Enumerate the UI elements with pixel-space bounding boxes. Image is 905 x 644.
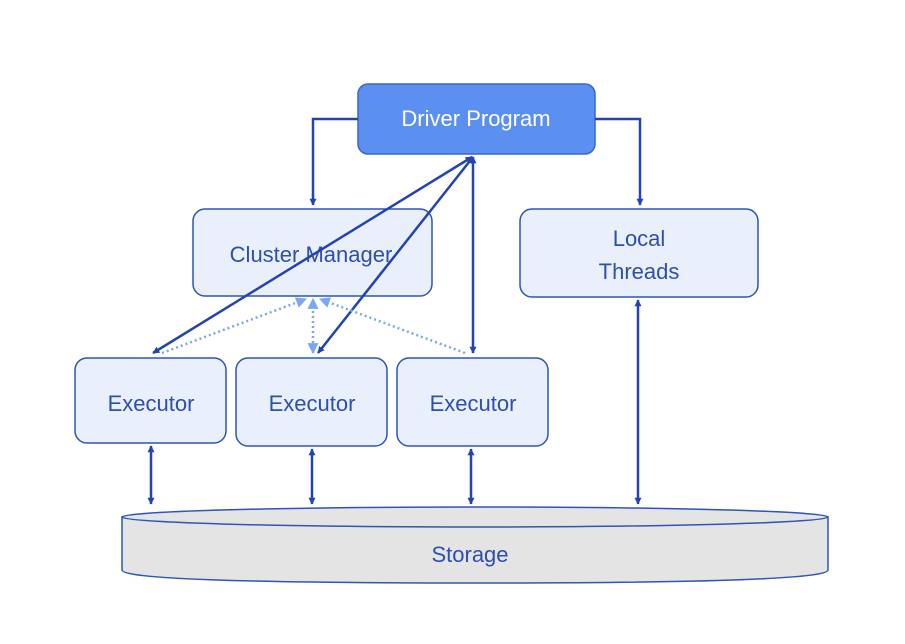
executor-label-3: Executor bbox=[430, 391, 517, 416]
dotted-arrow-executor3-cluster-manager bbox=[318, 297, 466, 355]
executor-box-1 bbox=[74, 357, 227, 444]
local-threads-label-line2: Threads bbox=[599, 259, 680, 284]
driver-program-node: Driver Program bbox=[357, 83, 596, 155]
driver-program-label: Driver Program bbox=[401, 106, 550, 131]
local-threads-box bbox=[519, 208, 759, 298]
storage-label: Storage bbox=[431, 542, 508, 567]
storage-top bbox=[121, 506, 829, 528]
local-threads-label-line1: Local bbox=[613, 226, 666, 251]
executor-label-1: Executor bbox=[108, 391, 195, 416]
executor-box-3 bbox=[396, 357, 549, 447]
arrow-driver-to-local-threads bbox=[595, 117, 644, 206]
executor-node-3: Executor bbox=[396, 357, 549, 447]
local-threads-node: Local Threads bbox=[519, 208, 759, 298]
arrow-driver-to-cluster-manager bbox=[309, 117, 358, 206]
executor-node-1: Executor bbox=[74, 357, 227, 444]
storage-cylinder: Storage bbox=[121, 506, 829, 584]
executor-node-2: Executor bbox=[235, 357, 388, 447]
executor-box-2 bbox=[235, 357, 388, 447]
storage-body bbox=[121, 516, 829, 584]
dotted-arrow-executor1-cluster-manager bbox=[161, 297, 308, 355]
executor-label-2: Executor bbox=[269, 391, 356, 416]
arrow-executor2-driver bbox=[317, 156, 474, 354]
